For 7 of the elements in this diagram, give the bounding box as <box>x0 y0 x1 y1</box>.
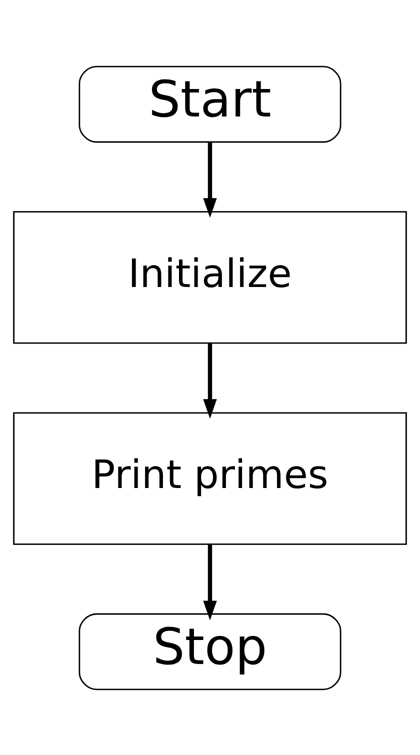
arrow <box>203 142 217 218</box>
arrow <box>203 544 217 620</box>
node-box: Print primes <box>13 412 407 544</box>
node-box: Stop <box>78 612 342 690</box>
node-box: Start <box>78 65 342 142</box>
node-box: Initialize <box>13 210 407 344</box>
arrow <box>203 342 217 418</box>
